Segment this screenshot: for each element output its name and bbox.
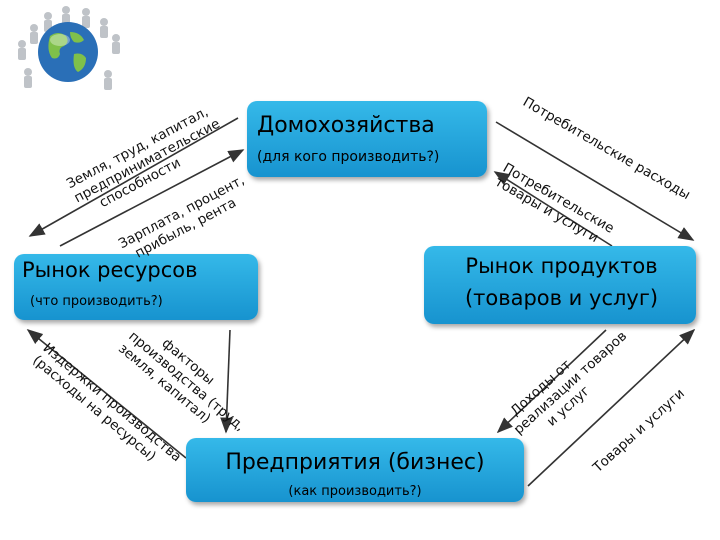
households-title: Домохозяйства: [257, 113, 435, 138]
globe-with-people-icon: [18, 6, 120, 90]
firms-subtitle: (как производить?): [288, 484, 422, 499]
product-market-box: Рынок продуктов (товаров и услуг): [424, 246, 696, 324]
arrow-households-to-products: [495, 121, 695, 241]
arrow-firms-to-resources: [26, 328, 187, 459]
arrow-products-to-firms: [496, 329, 607, 434]
arrow-resources-to-firms: [220, 329, 233, 434]
product-market-subtitle: (товаров и услуг): [464, 286, 659, 310]
resource-market-box: Рынок ресурсов (что производить?): [14, 254, 258, 320]
households-box: Домохозяйства (для кого производить?): [247, 101, 487, 177]
households-subtitle: (для кого производить?): [257, 149, 440, 165]
arrow-resources-to-households: [59, 149, 245, 247]
resource-market-title: Рынок ресурсов: [22, 258, 198, 282]
firms-box: Предприятия (бизнес) (как производить?): [186, 438, 524, 502]
resource-market-subtitle: (что производить?): [30, 294, 163, 309]
product-market-title: Рынок продуктов: [465, 254, 658, 278]
arrow-households-to-resources: [28, 117, 239, 237]
firms-title: Предприятия (бизнес): [225, 450, 485, 475]
arrow-firms-to-products: [527, 328, 696, 487]
arrow-products-to-households: [493, 171, 613, 247]
